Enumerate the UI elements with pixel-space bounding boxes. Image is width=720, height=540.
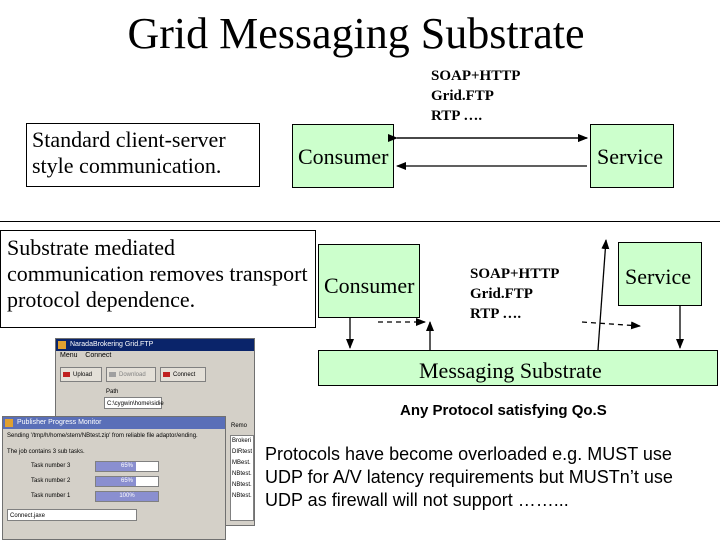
task-label: Task number 1 xyxy=(31,493,71,499)
top-service-box: Service xyxy=(590,124,674,188)
top-protocol-list: SOAP+HTTP Grid.FTP RTP …. xyxy=(431,66,520,126)
upload-icon xyxy=(63,372,70,377)
bottom-consumer-box: Consumer xyxy=(318,244,420,318)
client-server-description-box: Standard client-server style communicati… xyxy=(26,123,260,187)
download-button-label: Download xyxy=(119,372,146,378)
top-protocol-item: SOAP+HTTP xyxy=(431,68,521,84)
gridftp-window-title: NaradaBrokering Grid.FTP xyxy=(70,341,154,348)
top-service-label: Service xyxy=(597,144,663,169)
top-consumer-box: Consumer xyxy=(292,124,394,188)
task-progress-fill xyxy=(96,477,137,486)
path-label: Path xyxy=(106,389,119,395)
task-progress-value: 65% xyxy=(120,478,133,484)
substrate-description: Substrate mediated communication removes… xyxy=(7,235,308,312)
java-app-icon xyxy=(5,419,13,427)
remote-file-item[interactable]: Brokeri xyxy=(232,438,252,444)
substrate-description-box: Substrate mediated communication removes… xyxy=(0,230,316,328)
menu-item-connect[interactable]: Connect xyxy=(85,352,112,359)
gridftp-window-titlebar: NaradaBrokering Grid.FTP xyxy=(56,339,254,351)
progress-window-title: Publisher Progress Monitor xyxy=(17,419,102,426)
bottom-protocol-item: RTP …. xyxy=(470,306,522,322)
messaging-substrate-label: Messaging Substrate xyxy=(419,358,602,383)
remote-label: Remo xyxy=(231,423,248,429)
section-divider xyxy=(0,221,720,222)
bottom-service-box: Service xyxy=(618,242,702,306)
task-progress-bar: 100% xyxy=(95,491,159,502)
messaging-substrate-box: Messaging Substrate xyxy=(318,350,718,386)
publisher-progress-window: Publisher Progress Monitor Sending '/tmp… xyxy=(2,416,226,540)
bottom-service-label: Service xyxy=(625,264,691,289)
download-button[interactable]: Download xyxy=(106,367,156,382)
connect-icon xyxy=(163,372,170,377)
task-label: Task number 2 xyxy=(31,478,71,484)
remote-file-item[interactable]: MBest. xyxy=(232,460,251,466)
task-progress-bar: 65% xyxy=(95,461,159,472)
client-server-description: Standard client-server style communicati… xyxy=(32,127,226,178)
menu-item-menu[interactable]: Menu xyxy=(60,352,78,359)
connection-file-field[interactable]: Connect.jaxe xyxy=(7,509,137,521)
task-progress-fill xyxy=(96,462,137,471)
service-dashed-arrow xyxy=(581,321,641,330)
overload-note: Protocols have become overloaded e.g. MU… xyxy=(265,444,673,510)
remote-file-item[interactable]: NBtest. xyxy=(232,482,252,488)
download-icon xyxy=(109,372,116,377)
substrate-to-service-arrow xyxy=(597,239,610,351)
bottom-protocol-item: SOAP+HTTP xyxy=(470,266,560,282)
path-field[interactable]: C:\cygwin\home\sidie xyxy=(104,397,164,409)
remote-file-list: Brokeri DIRtest MBest. NBtest. NBtest. N… xyxy=(230,435,254,521)
connect-button[interactable]: Connect xyxy=(160,367,206,382)
upload-button[interactable]: Upload xyxy=(60,367,102,382)
remote-file-item[interactable]: NBtest. xyxy=(232,471,252,477)
top-protocol-item: RTP …. xyxy=(431,108,483,124)
top-consumer-label: Consumer xyxy=(298,144,389,169)
bottom-protocol-item: Grid.FTP xyxy=(470,286,533,302)
any-protocol-label: Any Protocol satisfying Qo.S xyxy=(400,402,607,419)
upload-button-label: Upload xyxy=(73,372,93,378)
task-progress-value: 65% xyxy=(120,463,133,469)
slide-title: Grid Messaging Substrate xyxy=(127,9,585,58)
bottom-consumer-label: Consumer xyxy=(324,273,415,298)
connect-button-label: Connect xyxy=(173,372,196,378)
bottom-protocol-list: SOAP+HTTP Grid.FTP RTP …. xyxy=(470,264,559,324)
java-app-icon xyxy=(58,341,66,349)
top-protocol-item: Grid.FTP xyxy=(431,88,494,104)
progress-subtask-count: The job contains 3 sub tasks. xyxy=(7,449,85,455)
progress-window-titlebar: Publisher Progress Monitor xyxy=(3,417,225,429)
remote-file-item[interactable]: DIRtest xyxy=(232,449,253,455)
gridftp-menu-bar: Menu Connect xyxy=(56,351,254,360)
task-progress-bar: 65% xyxy=(95,476,159,487)
task-progress-fill xyxy=(96,492,158,501)
progress-status-line: Sending '/tmp/h/home/stern/NBtest.zip' f… xyxy=(7,433,198,439)
remote-file-item[interactable]: NBtest. xyxy=(232,493,252,499)
task-label: Task number 3 xyxy=(31,463,71,469)
task-progress-value: 100% xyxy=(119,493,135,499)
